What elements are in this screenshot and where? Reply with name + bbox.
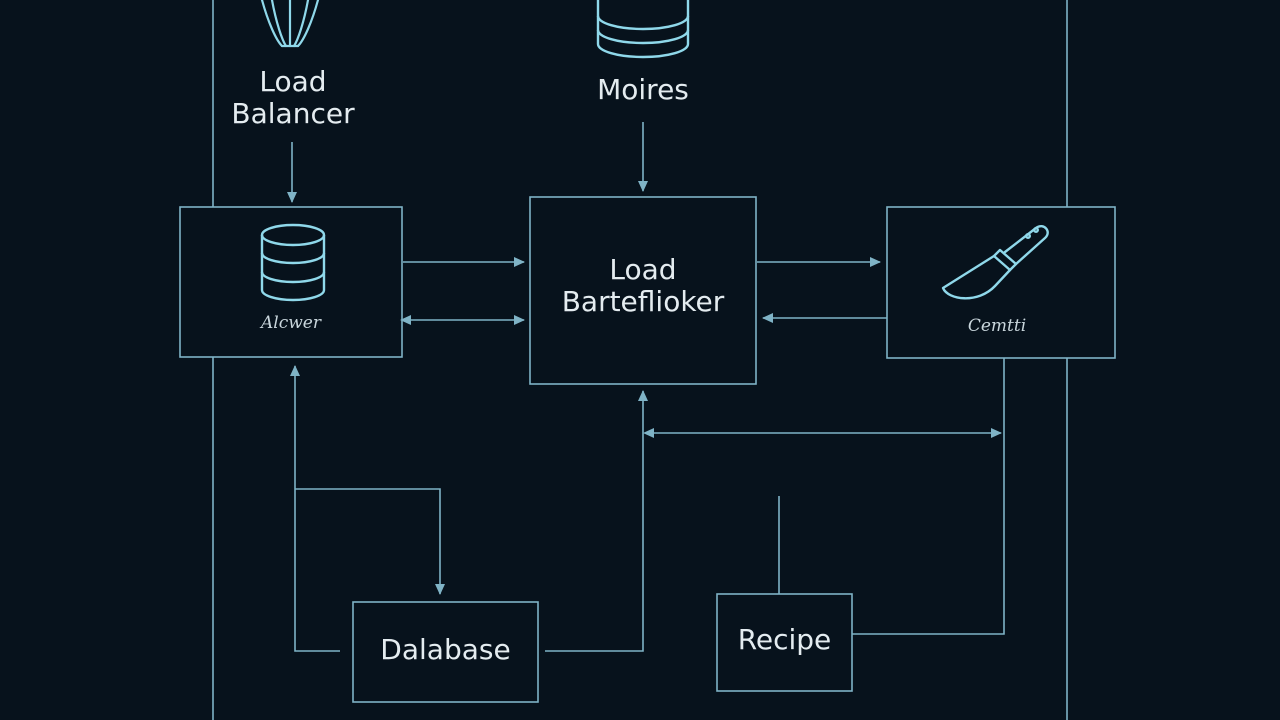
arrow-database-to-left-box xyxy=(290,365,340,652)
center-box-line2: Barteflioker xyxy=(561,285,725,319)
left-box-label: Alcwer xyxy=(261,313,321,333)
recipe-label: Recipe xyxy=(737,623,832,656)
database-box[interactable] xyxy=(352,601,539,703)
knife-icon xyxy=(941,224,1049,300)
database-icon xyxy=(596,0,690,59)
moires-label: Moires xyxy=(597,73,689,106)
line-recipe-to-right-box xyxy=(852,358,1005,635)
center-box[interactable] xyxy=(529,196,757,385)
database-icon xyxy=(260,223,326,302)
recipe-box[interactable] xyxy=(716,593,853,692)
center-box-line1: Load xyxy=(609,253,677,286)
database-label: Dalabase xyxy=(380,633,511,666)
right-box-label: Cemtti xyxy=(967,316,1027,336)
arrow-to-center-from-database xyxy=(545,390,648,652)
whisk-icon xyxy=(260,0,320,48)
load-balancer-line1: Load xyxy=(259,65,327,98)
center-box-label: Load Barteflioker xyxy=(530,253,756,319)
right-box[interactable] xyxy=(886,206,1116,359)
load-balancer-label: Load Balancer xyxy=(213,65,373,131)
load-balancer-line2: Balancer xyxy=(231,97,355,131)
arrow-left-to-database xyxy=(295,488,445,595)
